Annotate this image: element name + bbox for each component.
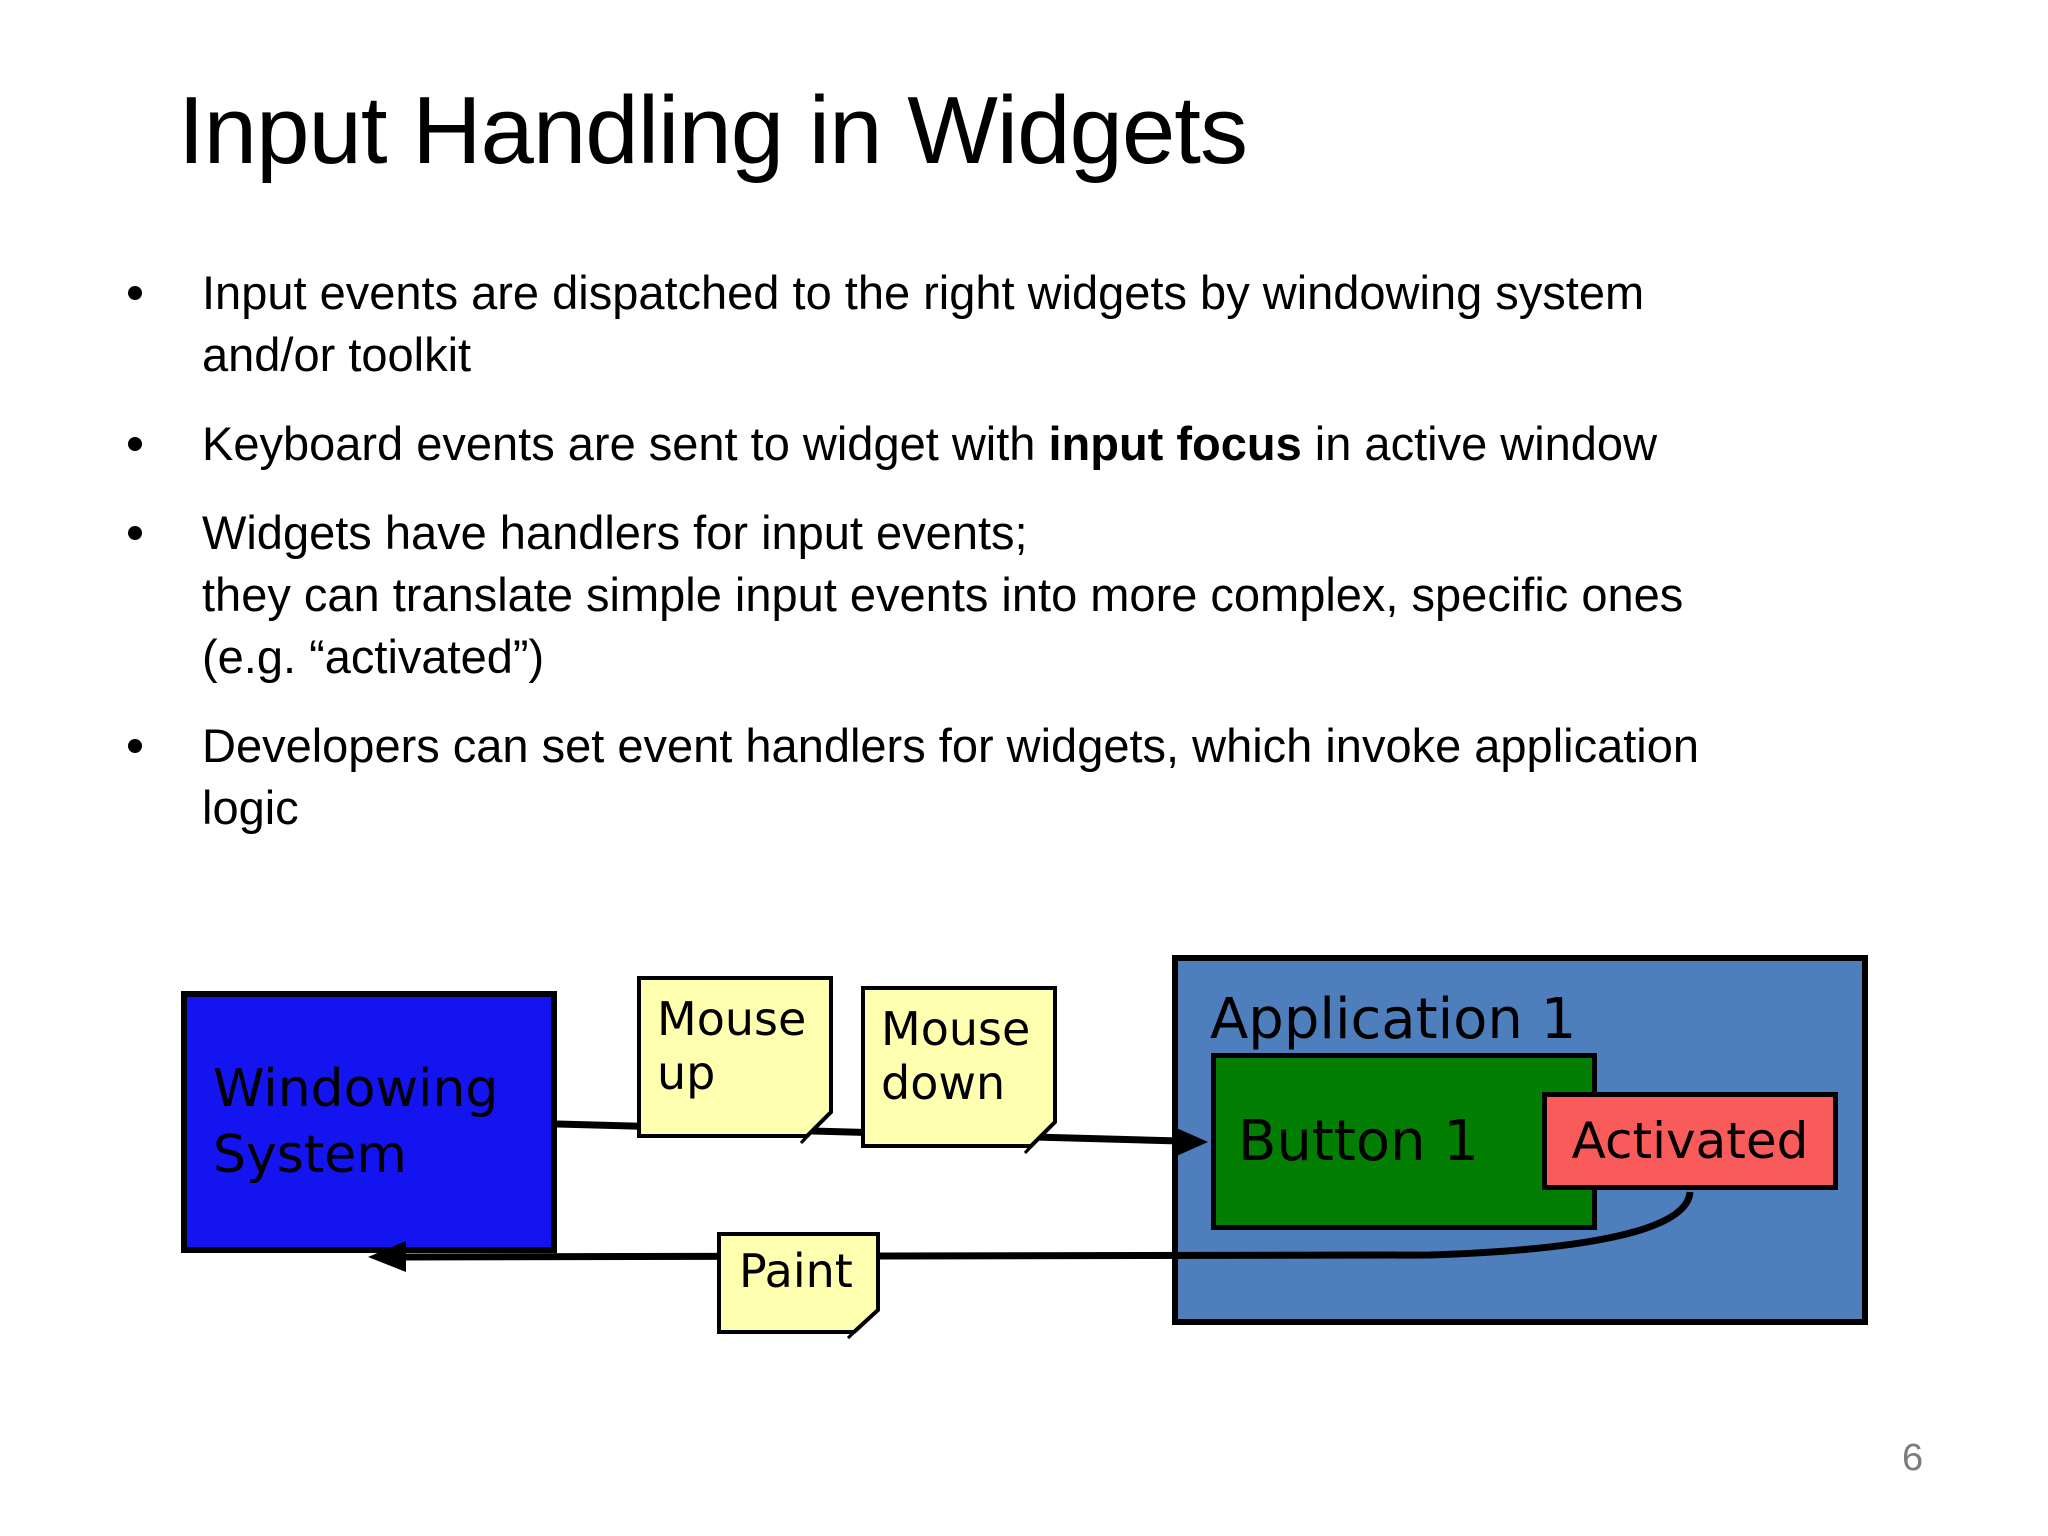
application-label: Application 1 xyxy=(1210,987,1577,1052)
bullet-item: Widgets have handlers for input events; … xyxy=(120,502,1900,688)
sticky-note-paint: Paint xyxy=(717,1232,880,1340)
bullet-text-post: in active window xyxy=(1301,417,1658,470)
bullet-dot-icon xyxy=(128,437,142,451)
bullet-dot-icon xyxy=(128,526,142,540)
bullet-item: Keyboard events are sent to widget with … xyxy=(120,413,1900,475)
bullet-dot-icon xyxy=(128,739,142,753)
application-window-box: Application 1 Button 1 Activated xyxy=(1172,955,1868,1325)
note-label: Paint xyxy=(739,1244,853,1298)
bullet-text: Widgets have handlers for input events; … xyxy=(202,506,1684,683)
note-label: Mouse up xyxy=(657,992,807,1100)
activated-label: Activated xyxy=(1571,1112,1809,1170)
windowing-system-box: Windowing System xyxy=(181,991,557,1253)
windowing-system-label: Windowing System xyxy=(213,1059,499,1185)
activated-box: Activated xyxy=(1542,1092,1838,1190)
folded-corner-icon xyxy=(846,1308,880,1340)
button-box: Button 1 xyxy=(1211,1053,1597,1230)
bullet-text: Keyboard events are sent to widget with … xyxy=(202,413,1900,475)
button-label: Button 1 xyxy=(1238,1109,1480,1174)
bullet-list: Input events are dispatched to the right… xyxy=(120,262,1900,866)
page-number: 6 xyxy=(1902,1437,1924,1479)
bullet-item: Input events are dispatched to the right… xyxy=(120,262,1900,386)
bullet-text-bold: input focus xyxy=(1048,417,1302,470)
bullet-text: Input events are dispatched to the right… xyxy=(202,266,1645,381)
bullet-text-pre: Keyboard events are sent to widget with xyxy=(202,417,1049,470)
sticky-note-mouse-up: Mouse up xyxy=(637,976,833,1145)
bullet-dot-icon xyxy=(128,286,142,300)
page-title: Input Handling in Widgets xyxy=(178,77,1248,184)
bullet-item: Developers can set event handlers for wi… xyxy=(120,715,1900,839)
bullet-text: Developers can set event handlers for wi… xyxy=(202,719,1700,834)
note-label: Mouse down xyxy=(881,1002,1031,1110)
sticky-note-mouse-down: Mouse down xyxy=(861,986,1057,1155)
